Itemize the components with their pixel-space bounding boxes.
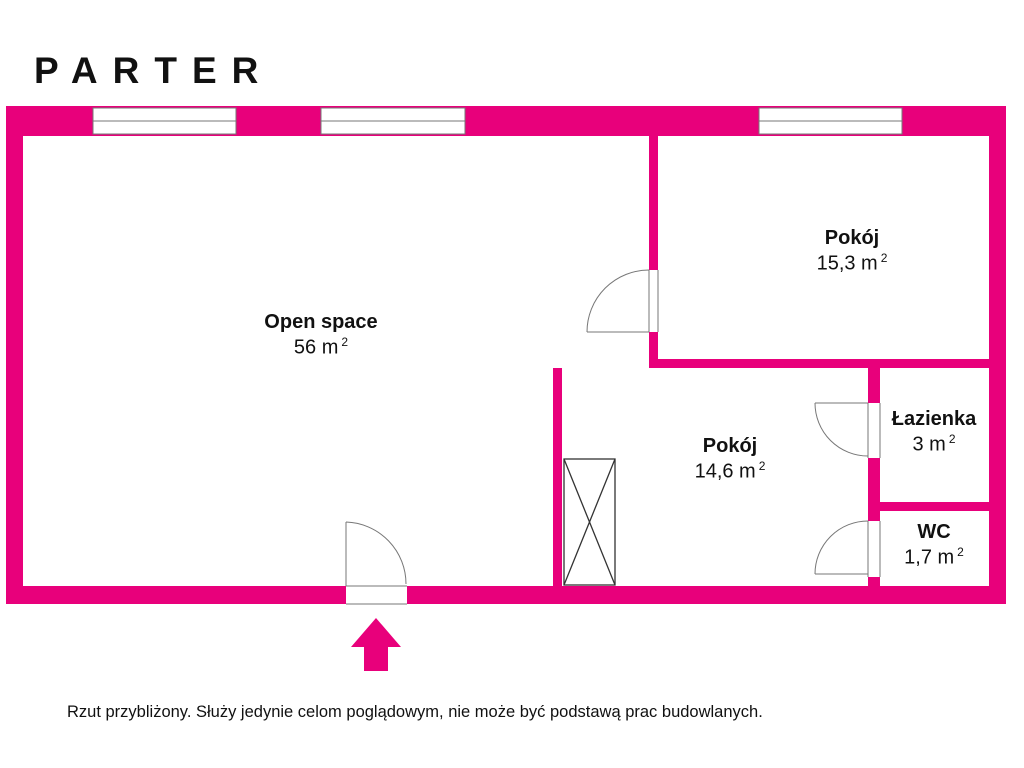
disclaimer-text: Rzut przybliżony. Służy jedynie celom po…: [67, 703, 763, 721]
room-name: Pokój: [824, 227, 880, 249]
room-name: Pokój: [702, 435, 758, 457]
room-name: Open space: [264, 311, 378, 333]
window-1: [92, 107, 237, 135]
window-2: [320, 107, 466, 135]
partition-bath-wc: [868, 502, 989, 511]
partition-room1-bottom: [649, 359, 989, 368]
door-wc: [814, 520, 882, 577]
floor-title: PARTER: [34, 50, 274, 91]
room-name: WC: [917, 521, 951, 543]
door-room1: [586, 269, 660, 333]
wardrobe: [563, 458, 616, 586]
room-name: Łazienka: [891, 408, 977, 430]
doors: [345, 269, 882, 606]
walls: [6, 106, 1006, 604]
door-bathroom: [814, 402, 882, 458]
partition-room1-left: [649, 136, 658, 368]
window-3: [758, 107, 903, 135]
left-wall: [6, 106, 23, 604]
windows: [92, 107, 903, 135]
entrance-arrow-icon: [351, 618, 401, 671]
door-entrance: [345, 521, 407, 606]
bottom-wall: [6, 586, 1006, 604]
right-wall: [989, 106, 1006, 604]
partition-room2-left: [553, 368, 562, 586]
